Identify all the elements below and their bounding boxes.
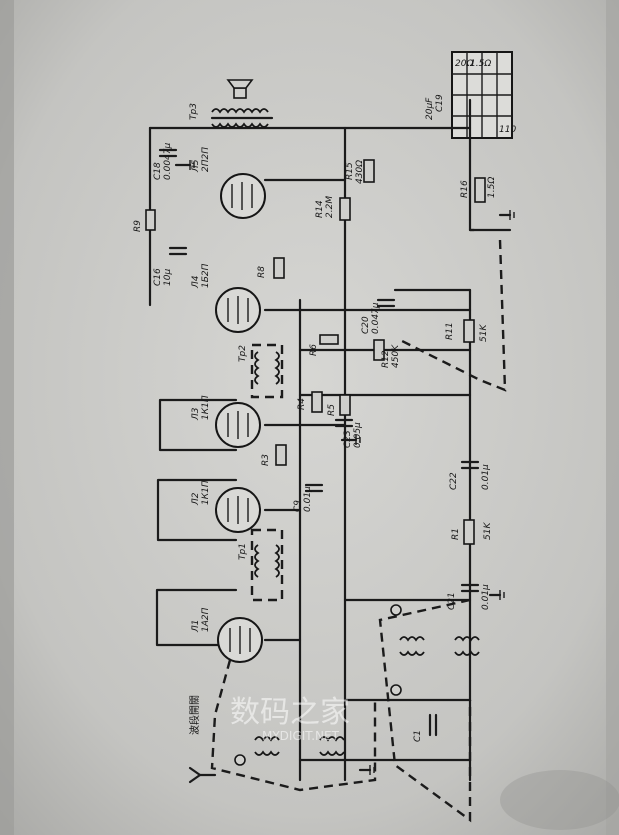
r11-value: 51K <box>479 324 489 342</box>
watermark: 数码之家 MYDIGIT.NET <box>230 695 350 743</box>
capacitor-c1: C1 <box>413 713 438 742</box>
power-label-2: C19 <box>435 94 445 112</box>
resistor-r9: R9 <box>133 209 156 232</box>
r6-ref: R6 <box>309 344 319 356</box>
capacitor-c16: C16 10μ <box>153 246 188 286</box>
c9-ref: C9 <box>293 500 303 512</box>
ganged-controls <box>210 239 507 823</box>
watermark-cn: 数码之家 <box>230 695 350 730</box>
output-transformer-tp3: Tp3 <box>189 103 274 128</box>
tube-v2: Л2 1К1П <box>191 480 261 533</box>
c18-value: 0.0047μ <box>163 143 173 180</box>
r14-ref: R14 <box>315 200 325 218</box>
resistor-r14: R14 2.2M <box>315 196 351 221</box>
tube-v4-type: 1Б2П <box>201 263 211 288</box>
c20-value: 0.047μ <box>371 302 381 334</box>
ground-symbols <box>174 160 515 775</box>
tube-v1-ref: Л1 <box>191 620 201 634</box>
capacitor-c21: C21 0.01μ <box>447 583 491 610</box>
resistor-r16: R16 1.5Ω <box>460 177 497 203</box>
c20-ref: C20 <box>361 316 371 334</box>
tube-v3-type: 1К1П <box>201 395 211 420</box>
r14-value: 2.2M <box>325 196 335 218</box>
resistor-r15: R15 430Ω <box>345 159 375 184</box>
c22-ref: C22 <box>449 472 459 490</box>
r3-ref: R3 <box>261 454 271 466</box>
tp3-label: Tp3 <box>189 103 199 120</box>
c23-value: 0.05μ <box>353 422 363 448</box>
tube-v2-type: 1К1П <box>201 480 211 505</box>
tp1-label: Tp1 <box>238 543 248 560</box>
resistor-r4: R4 <box>297 391 323 413</box>
r12-ref: R12 <box>381 350 391 368</box>
tube-v5-ref: Л5 <box>191 159 201 173</box>
tube-v5-type: 2П2П <box>201 147 211 172</box>
r15-value: 430Ω <box>355 160 365 184</box>
resistor-r8: R8 <box>257 257 285 279</box>
r4-ref: R4 <box>297 398 307 410</box>
tube-v4: Л4 1Б2П <box>191 263 261 333</box>
antenna-icon <box>188 766 217 784</box>
resistor-r3: R3 <box>261 444 287 466</box>
r10-ref: R1 <box>451 528 461 540</box>
tube-v4-ref: Л4 <box>191 275 201 289</box>
r10-value: 51K <box>483 522 493 540</box>
tube-v1-type: 1A2П <box>201 607 211 632</box>
capacitor-c18: C18 0.0047μ <box>153 143 178 180</box>
paper-right-edge <box>606 0 619 835</box>
tube-v5: Л5 2П2П <box>191 147 266 219</box>
c18-ref: C18 <box>153 162 163 180</box>
if-transformer-tp1: Tp1 <box>238 543 280 578</box>
c9-value: 0.01μ <box>303 486 313 512</box>
r15-ref: R15 <box>345 162 355 180</box>
tube-v3: Л3 1К1П <box>191 395 261 448</box>
tube-v2-ref: Л2 <box>191 492 201 506</box>
tube-v3-ref: Л3 <box>191 407 201 421</box>
if-transformer-tp2: Tp2 <box>238 345 280 385</box>
resistor-r5: R5 <box>327 394 351 416</box>
band-switch-label: 波段開關 <box>188 695 201 735</box>
resistor-r11: R11 51K <box>445 319 489 343</box>
title-cell-1: 20Ω <box>455 59 473 69</box>
power-label-1: 20μF <box>425 97 435 120</box>
watermark-en: MYDIGIT.NET <box>262 729 340 743</box>
paper-left-edge <box>0 0 14 835</box>
title-block: 20Ω 1.5Ω 110 <box>451 51 516 139</box>
r9-ref: R9 <box>133 220 143 232</box>
capacitor-c20: C20 0.047μ <box>361 298 396 334</box>
resistor-r10: R1 51K <box>451 519 493 545</box>
c1-ref: C1 <box>413 730 423 742</box>
r8-ref: R8 <box>257 266 267 278</box>
band-switch-coils <box>234 604 480 766</box>
c21-ref: C21 <box>447 592 457 610</box>
r16-value: 1.5Ω <box>487 177 497 198</box>
title-cell-2: 1.5Ω <box>470 59 491 69</box>
c21-value: 0.01μ <box>481 584 491 610</box>
main-wiring <box>148 98 512 782</box>
c16-ref: C16 <box>153 268 163 286</box>
tp2-label: Tp2 <box>238 345 248 362</box>
capacitor-c9: C9 0.01μ <box>293 483 324 512</box>
c16-value: 10μ <box>163 269 173 286</box>
capacitor-c22: C22 0.01μ <box>449 460 491 490</box>
r12-value: 450K <box>391 344 401 368</box>
stain-mark <box>500 770 619 830</box>
c22-value: 0.01μ <box>481 464 491 490</box>
resistor-r12: R12 450K <box>373 339 401 368</box>
r16-ref: R16 <box>460 180 470 198</box>
speaker-icon <box>226 79 254 99</box>
r11-ref: R11 <box>445 322 455 340</box>
title-cell-16: 110 <box>499 125 516 135</box>
tube-v1: Л1 1A2П <box>191 607 263 663</box>
resistor-r6: R6 <box>309 334 339 356</box>
r5-ref: R5 <box>327 404 337 416</box>
